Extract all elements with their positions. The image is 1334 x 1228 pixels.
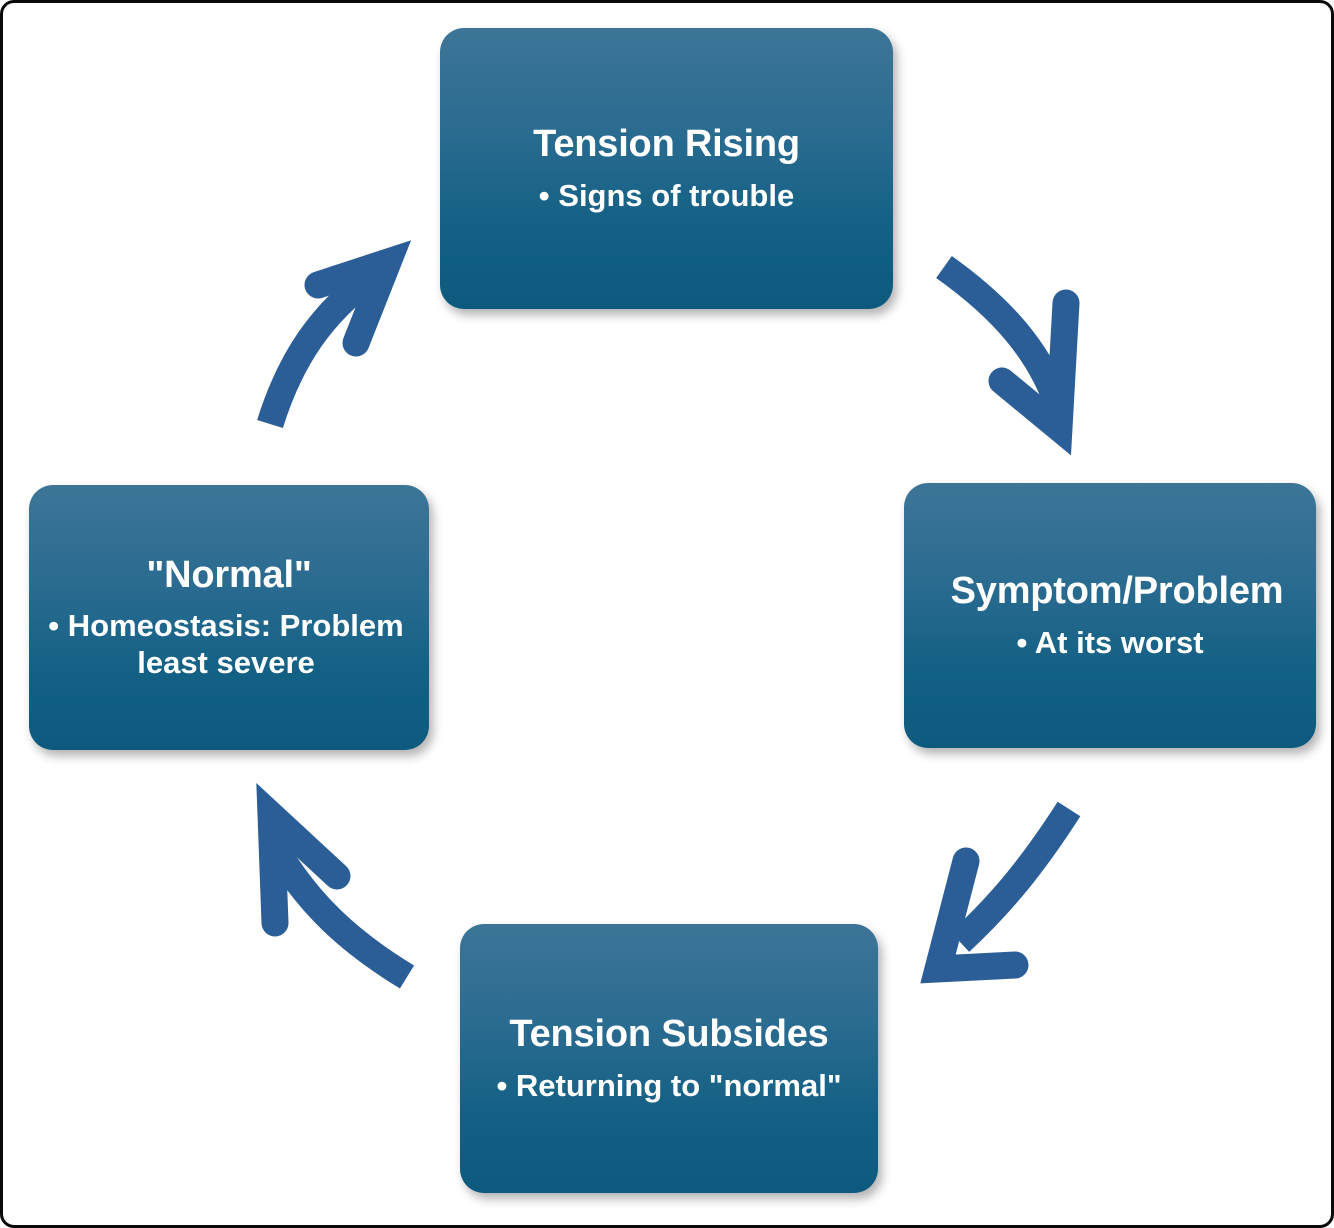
node-title: Tension Rising [533, 123, 800, 166]
node-tension-rising[interactable]: Tension Rising • Signs of trouble [440, 28, 893, 309]
node-title: Tension Subsides [509, 1013, 829, 1056]
node-title: "Normal" [146, 553, 312, 596]
node-bullet: • Signs of trouble [538, 177, 795, 213]
node-title: Symptom/Problem [950, 570, 1284, 613]
node-tension-subsides[interactable]: Tension Subsides • Returning to "normal" [460, 924, 878, 1193]
node-bullet: • Homeostasis: Problem least severe [48, 607, 404, 681]
arrow-right-to-bottom-icon [920, 801, 1081, 984]
node-bullet: • At its worst [1016, 624, 1204, 660]
arrow-left-to-top-icon [257, 240, 412, 429]
arrow-top-to-right-icon [936, 256, 1080, 456]
arrow-bottom-to-left-icon [256, 783, 415, 989]
node-bullet: • Returning to "normal" [496, 1067, 842, 1103]
node-normal[interactable]: "Normal" • Homeostasis: Problem least se… [29, 485, 429, 750]
node-symptom-problem[interactable]: Symptom/Problem • At its worst [904, 483, 1316, 748]
